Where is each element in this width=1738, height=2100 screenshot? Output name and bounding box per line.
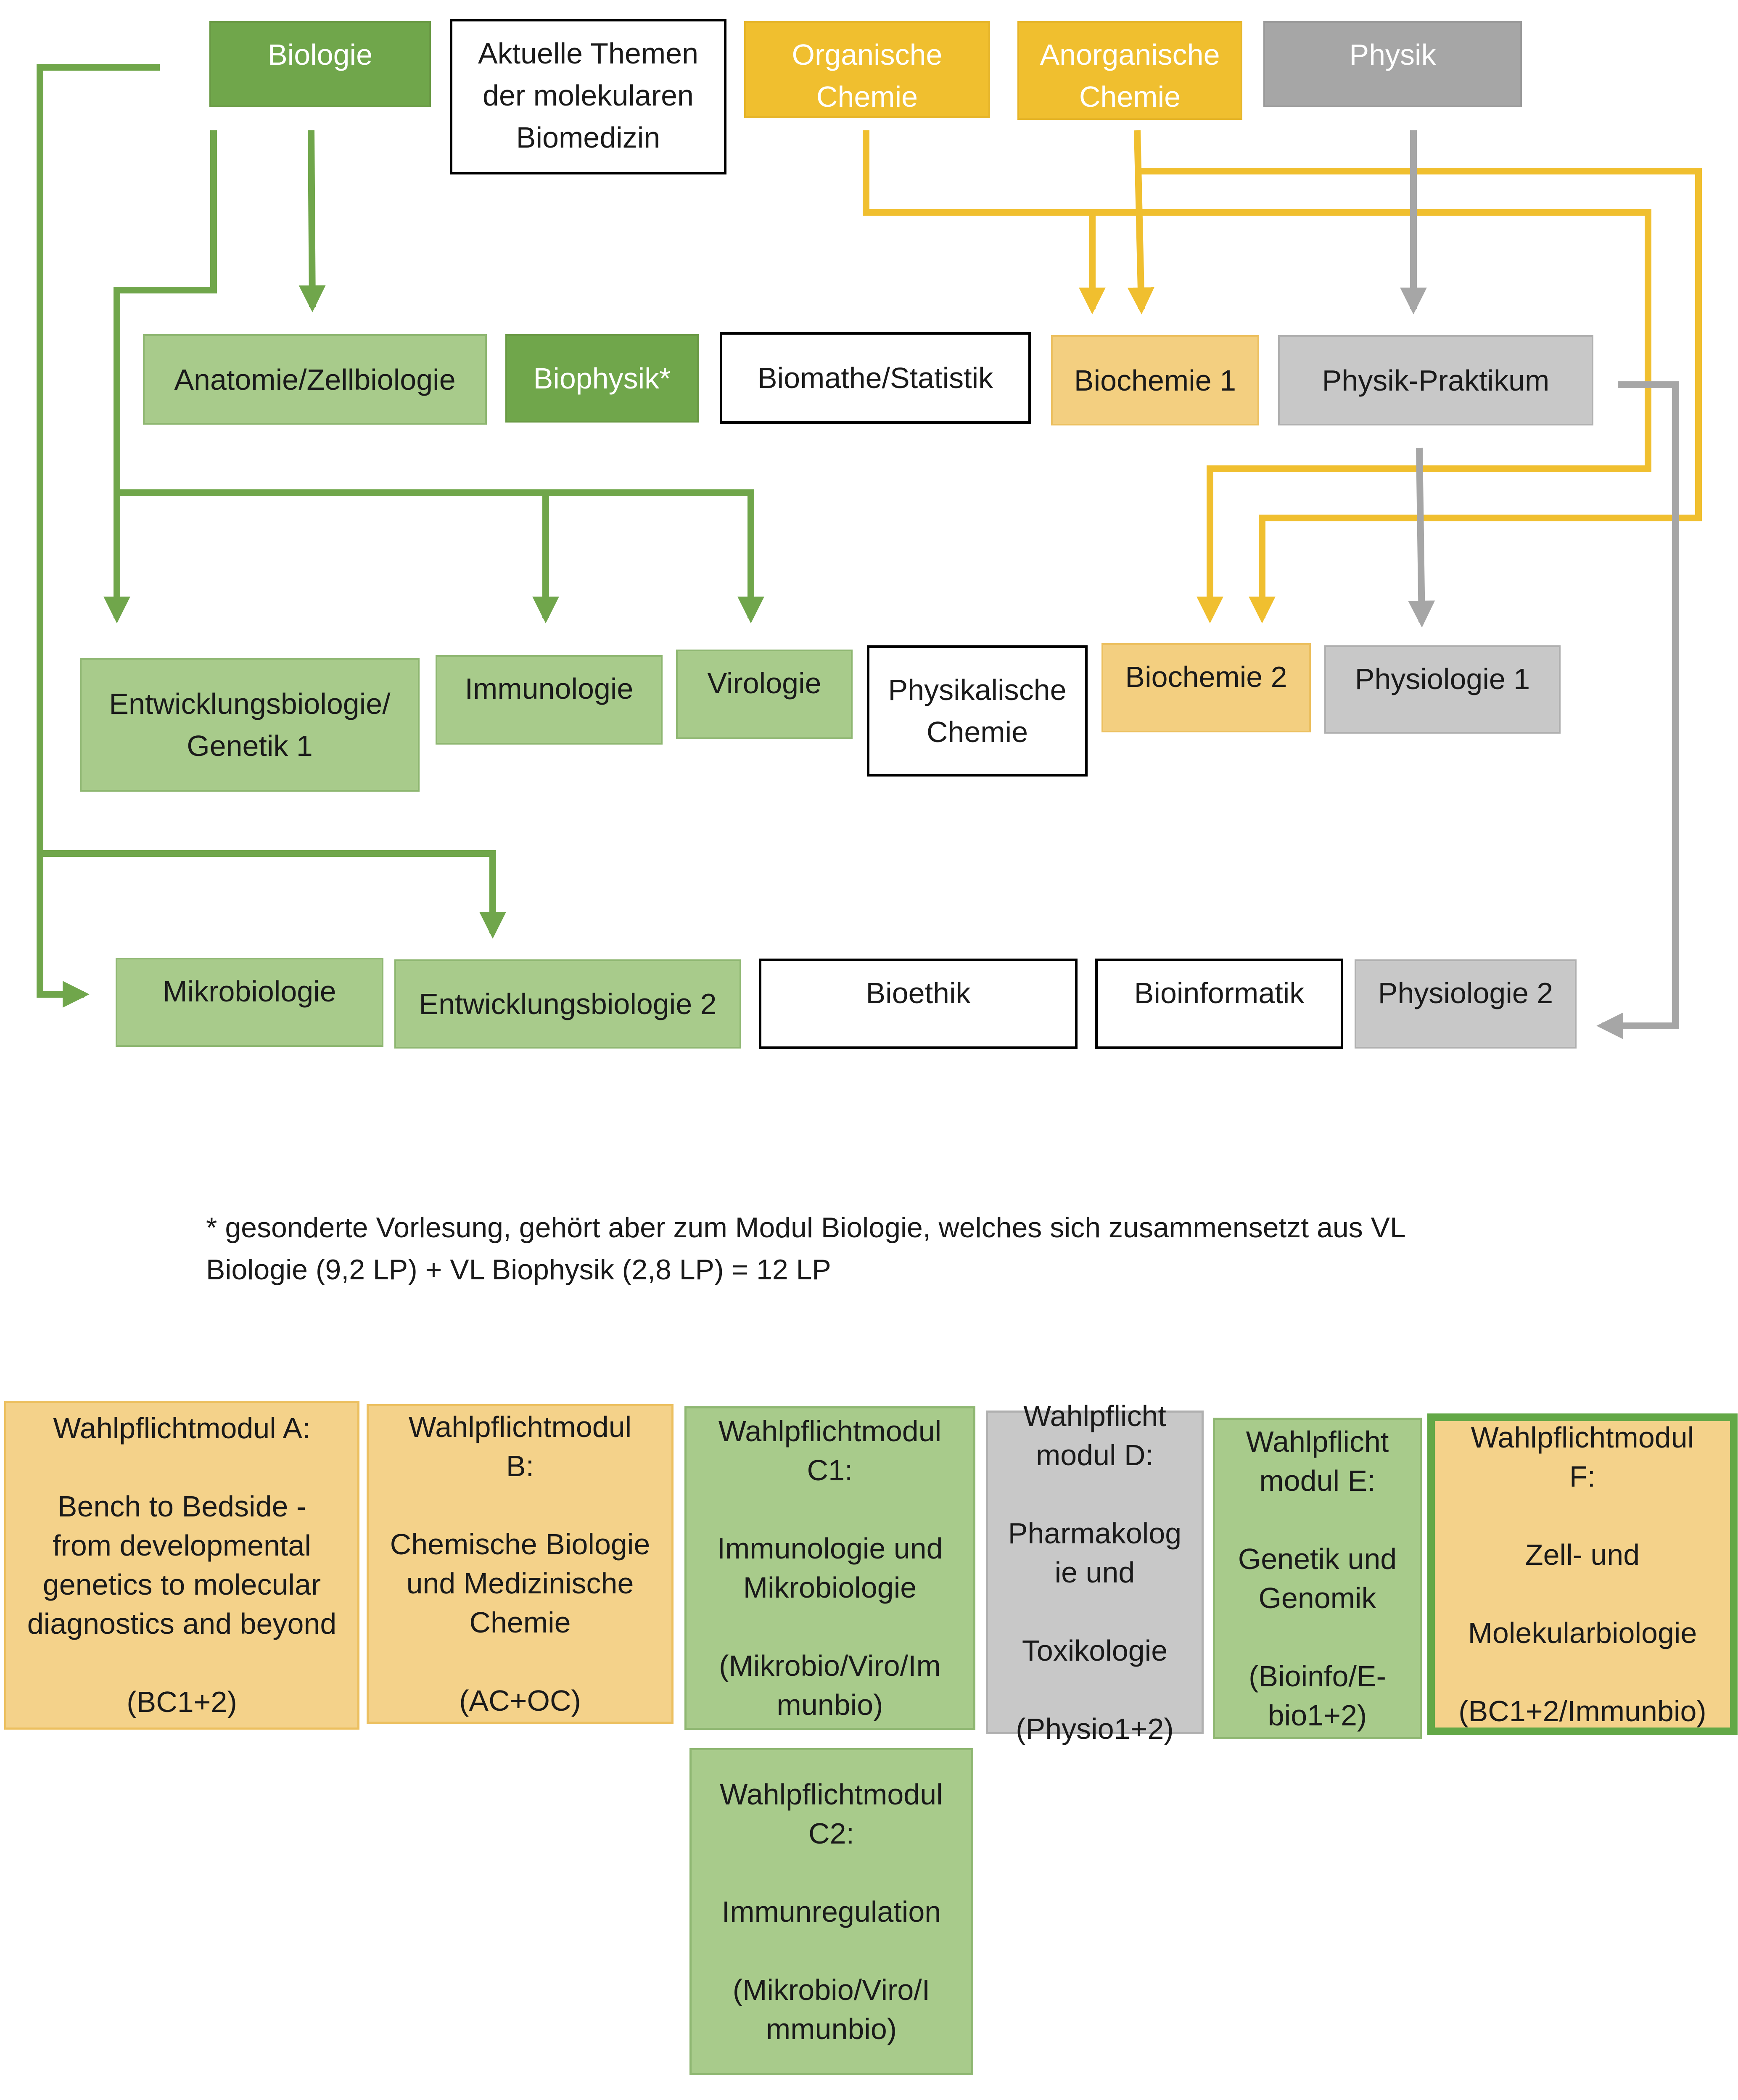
node-entwicklungsbiologie-2: Entwicklungsbiologie 2 <box>394 959 741 1049</box>
node-biochemie-2-label: Biochemie 2 <box>1125 660 1287 693</box>
arrow-oc-to-biochemie1 <box>863 130 1106 314</box>
elective-module-c1: Wahlpflichtmodul C1: Immunologie und Mik… <box>684 1406 975 1730</box>
arrow-to-immunologie <box>117 489 559 623</box>
node-physikalische-chemie: Physikalische Chemie <box>867 645 1088 777</box>
elective-module-c1-label: Wahlpflichtmodul C1: Immunologie und Mik… <box>717 1415 943 1721</box>
arrow-biologie-to-entwicklungsbiologie2 <box>40 850 506 939</box>
elective-module-a: Wahlpflichtmodul A: Bench to Bedside - f… <box>4 1401 359 1730</box>
node-bioethik: Bioethik <box>759 959 1078 1049</box>
elective-module-f: Wahlpflichtmodul F: Zell- und Molekularb… <box>1427 1413 1738 1735</box>
footnote-line-2: Biologie (9,2 LP) + VL Biophysik (2,8 LP… <box>206 1254 831 1286</box>
elective-module-a-label: Wahlpflichtmodul A: Bench to Bedside - f… <box>27 1412 337 1718</box>
node-physiologie-1: Physiologie 1 <box>1324 645 1561 734</box>
elective-module-e-label: Wahlpflicht modul E: Genetik und Genomik… <box>1238 1425 1397 1732</box>
elective-module-c2: Wahlpflichtmodul C2: Immunregulation (Mi… <box>689 1748 973 2075</box>
node-entwicklungsbiologie-genetik-1-label: Entwicklungsbiologie/ Genetik 1 <box>109 687 391 762</box>
node-biophysik-label: Biophysik* <box>533 362 671 395</box>
arrow-praktikum-to-physiologie2 <box>1596 381 1679 1039</box>
node-biophysik: Biophysik* <box>505 334 699 423</box>
node-aktuelle-themen-label: Aktuelle Themen der molekularen Biomediz… <box>478 37 698 154</box>
elective-module-d-label: Wahlpflicht modul D: Pharmakolog ie und … <box>1008 1399 1182 1745</box>
node-organische-chemie-label: Organische Chemie <box>792 38 943 113</box>
arrow-ac-to-biochemie1 <box>1127 130 1154 314</box>
node-entwicklungsbiologie-2-label: Entwicklungsbiologie 2 <box>419 988 717 1020</box>
elective-module-b: Wahlpflichtmodul B: Chemische Biologie u… <box>367 1404 674 1724</box>
node-bioethik-label: Bioethik <box>866 977 971 1009</box>
node-bioinformatik: Bioinformatik <box>1095 959 1343 1049</box>
node-entwicklungsbiologie-genetik-1: Entwicklungsbiologie/ Genetik 1 <box>80 658 420 792</box>
elective-module-b-label: Wahlpflichtmodul B: Chemische Biologie u… <box>390 1411 650 1717</box>
node-immunologie: Immunologie <box>436 655 663 745</box>
arrow-biologie-to-mikrobiologie <box>37 64 160 1008</box>
node-biochemie-2: Biochemie 2 <box>1101 643 1311 732</box>
node-physik-praktikum: Physik-Praktikum <box>1278 335 1593 425</box>
node-immunologie-label: Immunologie <box>465 672 634 705</box>
node-physikalische-chemie-label: Physikalische Chemie <box>888 674 1067 748</box>
node-physik: Physik <box>1263 21 1522 107</box>
node-biologie: Biologie <box>209 21 431 107</box>
node-physiologie-1-label: Physiologie 1 <box>1355 663 1530 695</box>
arrow-oc-to-biochemie2 <box>1092 209 1651 623</box>
node-biochemie-1-label: Biochemie 1 <box>1074 364 1236 397</box>
node-organische-chemie: Organische Chemie <box>744 21 990 118</box>
node-biomathe-statistik: Biomathe/Statistik <box>720 332 1031 424</box>
node-virologie-label: Virologie <box>707 667 821 700</box>
node-mikrobiologie-label: Mikrobiologie <box>163 975 336 1008</box>
elective-module-f-label: Wahlpflichtmodul F: Zell- und Molekularb… <box>1458 1421 1706 1728</box>
node-aktuelle-themen: Aktuelle Themen der molekularen Biomediz… <box>450 19 726 174</box>
node-anatomie-zellbiologie-label: Anatomie/Zellbiologie <box>174 363 456 396</box>
arrow-biologie-to-row3 <box>103 130 217 623</box>
node-physiologie-2-label: Physiologie 2 <box>1378 977 1553 1009</box>
node-physik-label: Physik <box>1349 38 1436 71</box>
node-bioinformatik-label: Bioinformatik <box>1134 977 1305 1009</box>
arrow-ac-to-biochemie2 <box>1139 168 1702 623</box>
node-anorganische-chemie-label: Anorganische Chemie <box>1040 38 1220 113</box>
footnote-line-1: * gesonderte Vorlesung, gehört aber zum … <box>206 1212 1406 1244</box>
node-biomathe-statistik-label: Biomathe/Statistik <box>757 362 993 394</box>
node-anorganische-chemie: Anorganische Chemie <box>1017 21 1242 120</box>
elective-module-d: Wahlpflicht modul D: Pharmakolog ie und … <box>986 1400 1204 1745</box>
elective-module-c2-label: Wahlpflichtmodul C2: Immunregulation (Mi… <box>720 1778 943 2045</box>
node-biochemie-1: Biochemie 1 <box>1051 335 1259 425</box>
footnote: * gesonderte Vorlesung, gehört aber zum … <box>206 1207 1406 1291</box>
node-virologie: Virologie <box>676 650 853 739</box>
node-physik-praktikum-label: Physik-Praktikum <box>1322 364 1550 397</box>
arrow-biologie-to-anatomie <box>298 130 326 312</box>
node-physiologie-2: Physiologie 2 <box>1355 959 1577 1049</box>
node-anatomie-zellbiologie: Anatomie/Zellbiologie <box>143 334 487 425</box>
elective-module-e: Wahlpflicht modul E: Genetik und Genomik… <box>1213 1418 1422 1739</box>
arrow-to-virologie <box>546 489 764 623</box>
node-biologie-label: Biologie <box>267 38 373 71</box>
node-mikrobiologie: Mikrobiologie <box>116 958 383 1047</box>
arrow-praktikum-to-physiologie1 <box>1408 447 1435 628</box>
